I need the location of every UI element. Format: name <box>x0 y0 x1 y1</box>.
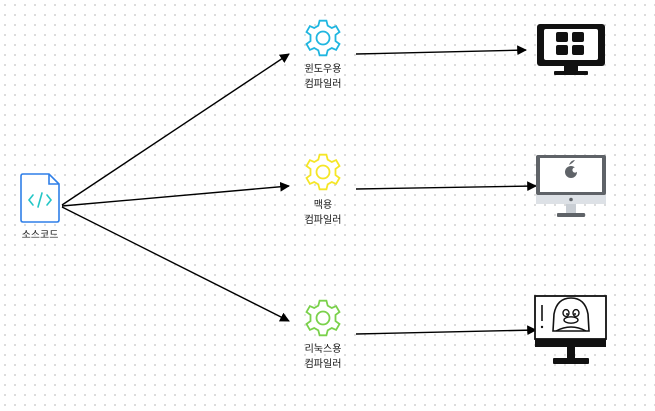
linux-compiler-label: 리눅스용 컴파일러 <box>283 342 363 372</box>
arrows <box>61 45 537 336</box>
arrow-source-to-mac <box>61 181 290 207</box>
windows-compiler-label: 윈도우용 컴파일러 <box>283 62 363 92</box>
source-code-label: 소스코드 <box>0 228 80 243</box>
windows-monitor-icon <box>537 24 605 75</box>
linux-compiler-label-line2: 컴파일러 <box>304 359 342 370</box>
arrow-source-to-linux <box>61 206 290 322</box>
arrow-mac-compiler-to-imac <box>355 181 537 192</box>
arrow-windows-compiler-to-pc <box>355 45 527 56</box>
windows-compiler-label-line1: 윈도우용 <box>304 64 342 75</box>
mac-compiler-label-line2: 컴파일러 <box>304 215 342 226</box>
linux-tux-monitor-icon <box>534 295 607 364</box>
arrow-source-to-windows <box>61 53 290 206</box>
linux-compiler-label-line1: 리눅스용 <box>304 344 342 355</box>
arrow-linux-compiler-to-pc <box>355 325 537 336</box>
imac-apple-icon <box>536 155 606 217</box>
mac-compiler-gear-icon <box>305 153 341 191</box>
mac-compiler-label-line1: 맥용 <box>313 200 333 211</box>
mac-compiler-label: 맥용 컴파일러 <box>283 198 363 228</box>
source-code-file-icon <box>20 173 60 223</box>
windows-compiler-gear-icon <box>305 19 341 57</box>
windows-compiler-label-line2: 컴파일러 <box>304 79 342 90</box>
linux-compiler-gear-icon <box>305 299 341 337</box>
source-code-label-text: 소스코드 <box>21 230 59 241</box>
